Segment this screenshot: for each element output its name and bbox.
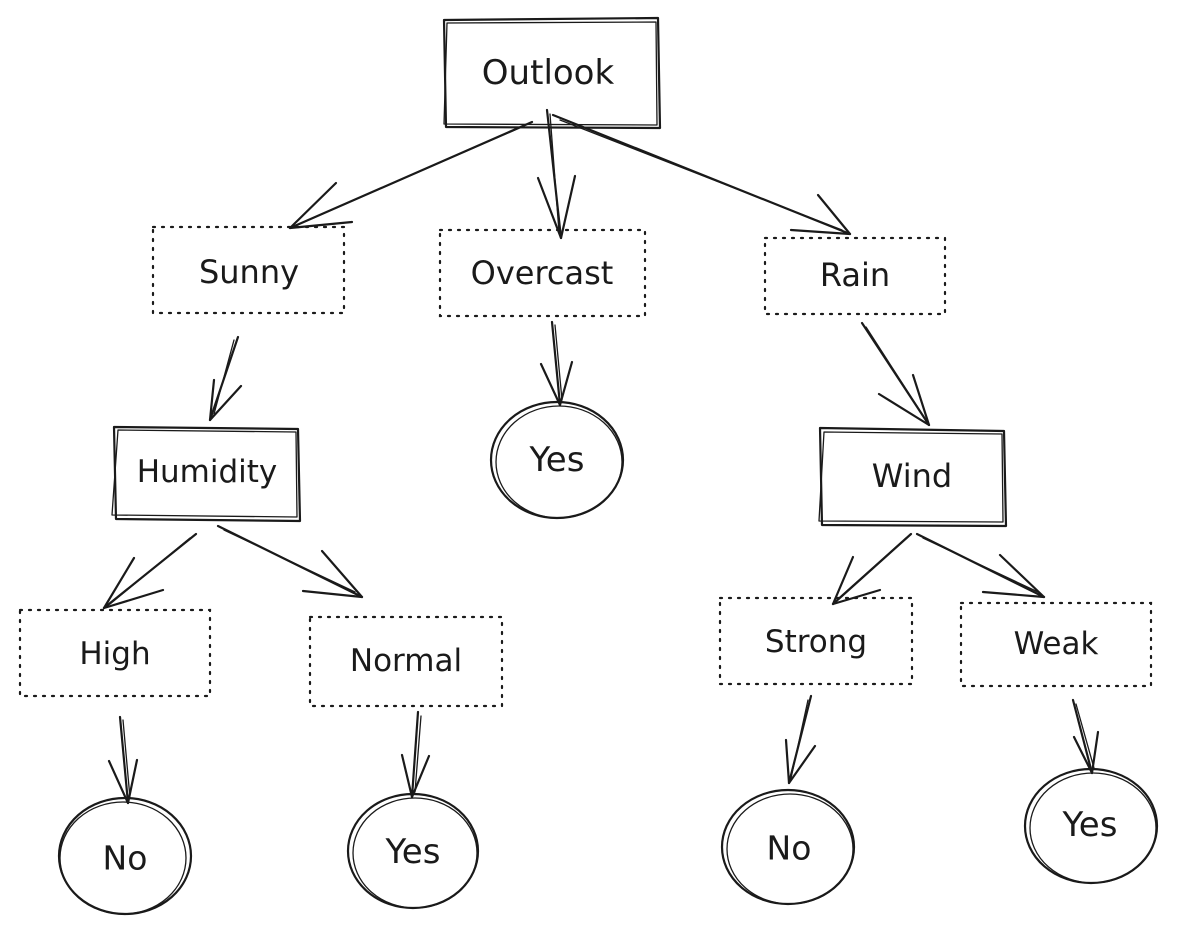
edge-humidity-high: [102, 532, 198, 610]
normal-yes-label: Yes: [385, 832, 441, 872]
rain-label: Rain: [820, 256, 890, 294]
overcast-branch-node[interactable]: Overcast: [438, 228, 647, 318]
overcast-yes-leaf[interactable]: Yes: [489, 400, 625, 520]
strong-no-label: No: [767, 829, 812, 868]
strong-no-leaf[interactable]: No: [720, 788, 856, 906]
high-label: High: [79, 636, 150, 672]
edge-strong-no: [784, 694, 817, 785]
humidity-node[interactable]: Humidity: [111, 425, 302, 523]
edge-normal-yes: [400, 710, 431, 799]
high-no-leaf[interactable]: No: [57, 796, 193, 916]
edge-wind-strong: [831, 532, 913, 606]
weak-yes-leaf[interactable]: Yes: [1023, 767, 1159, 885]
overcast-yes-label: Yes: [529, 440, 585, 480]
weak-branch-node[interactable]: Weak: [959, 601, 1153, 688]
humidity-label: Humidity: [137, 454, 278, 490]
rain-branch-node[interactable]: Rain: [763, 236, 947, 316]
edge-high-no: [107, 715, 139, 805]
edge-outlook-sunny: [288, 120, 534, 230]
normal-branch-node[interactable]: Normal: [308, 615, 504, 708]
normal-label: Normal: [350, 643, 462, 679]
overcast-label: Overcast: [471, 254, 614, 292]
outlook-label: Outlook: [482, 53, 615, 93]
normal-yes-leaf[interactable]: Yes: [346, 792, 480, 910]
weak-yes-label: Yes: [1062, 805, 1118, 845]
wind-node[interactable]: Wind: [818, 426, 1008, 528]
strong-branch-node[interactable]: Strong: [718, 596, 914, 686]
high-no-label: No: [103, 839, 148, 878]
edge-outlook-rain: [551, 113, 852, 236]
edge-wind-weak: [915, 532, 1046, 599]
outlook-node[interactable]: Outlook: [442, 16, 662, 130]
weak-label: Weak: [1014, 626, 1099, 662]
strong-label: Strong: [765, 624, 867, 660]
edge-weak-yes: [1071, 698, 1100, 775]
high-branch-node[interactable]: High: [18, 608, 212, 698]
wind-label: Wind: [872, 457, 952, 495]
edge-outlook-overcast: [536, 108, 577, 240]
edge-sunny-humidity: [208, 335, 243, 422]
sunny-label: Sunny: [199, 253, 299, 291]
sunny-branch-node[interactable]: Sunny: [151, 225, 346, 315]
edge-overcast-yes: [539, 320, 574, 407]
edge-rain-wind: [860, 321, 931, 427]
edge-humidity-normal: [216, 524, 364, 599]
